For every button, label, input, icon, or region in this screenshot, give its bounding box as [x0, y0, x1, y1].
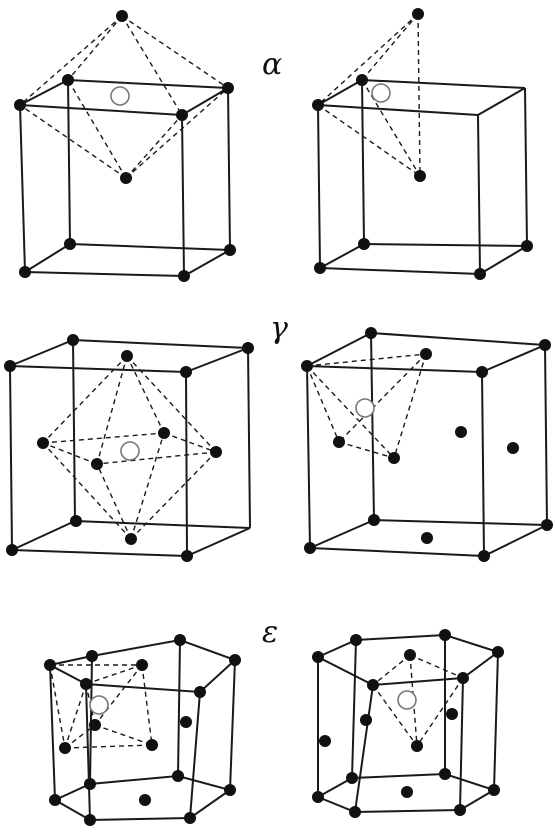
gamma-octahedral-cell	[4, 334, 254, 562]
octahedron-dashes	[19, 15, 229, 179]
cell-edges	[306, 332, 548, 557]
atoms	[301, 327, 553, 562]
tetrahedron-dashes	[306, 353, 427, 459]
alpha-tetrahedral-cell	[312, 8, 533, 280]
atoms	[4, 334, 254, 562]
octahedron-dashes	[42, 355, 217, 540]
interstitial-site	[397, 690, 417, 710]
atoms	[14, 10, 236, 282]
interstitial-site	[355, 398, 375, 418]
tetrahedron-dashes	[317, 13, 421, 177]
interstitial-site	[120, 441, 140, 461]
epsilon-tetrahedral-cell	[312, 629, 504, 818]
phase-label-epsilon: ε	[262, 615, 279, 650]
phase-label-gamma: γ	[270, 311, 288, 346]
phase-label-alpha: α	[262, 47, 283, 82]
cell-edges	[9, 339, 251, 557]
tetrahedron-dashes	[372, 654, 464, 747]
interstitial-site	[371, 83, 391, 103]
atoms	[312, 629, 504, 818]
cell-edges	[19, 79, 231, 277]
interstitial-site	[89, 695, 109, 715]
gamma-tetrahedral-cell	[301, 327, 553, 562]
cell-edges	[317, 79, 528, 275]
alpha-octahedral-cell	[14, 10, 236, 282]
atoms	[44, 634, 241, 826]
cell-edges	[315, 633, 501, 814]
interstitial-site	[110, 86, 130, 106]
atoms	[312, 8, 533, 280]
epsilon-octahedral-cell	[44, 634, 241, 826]
